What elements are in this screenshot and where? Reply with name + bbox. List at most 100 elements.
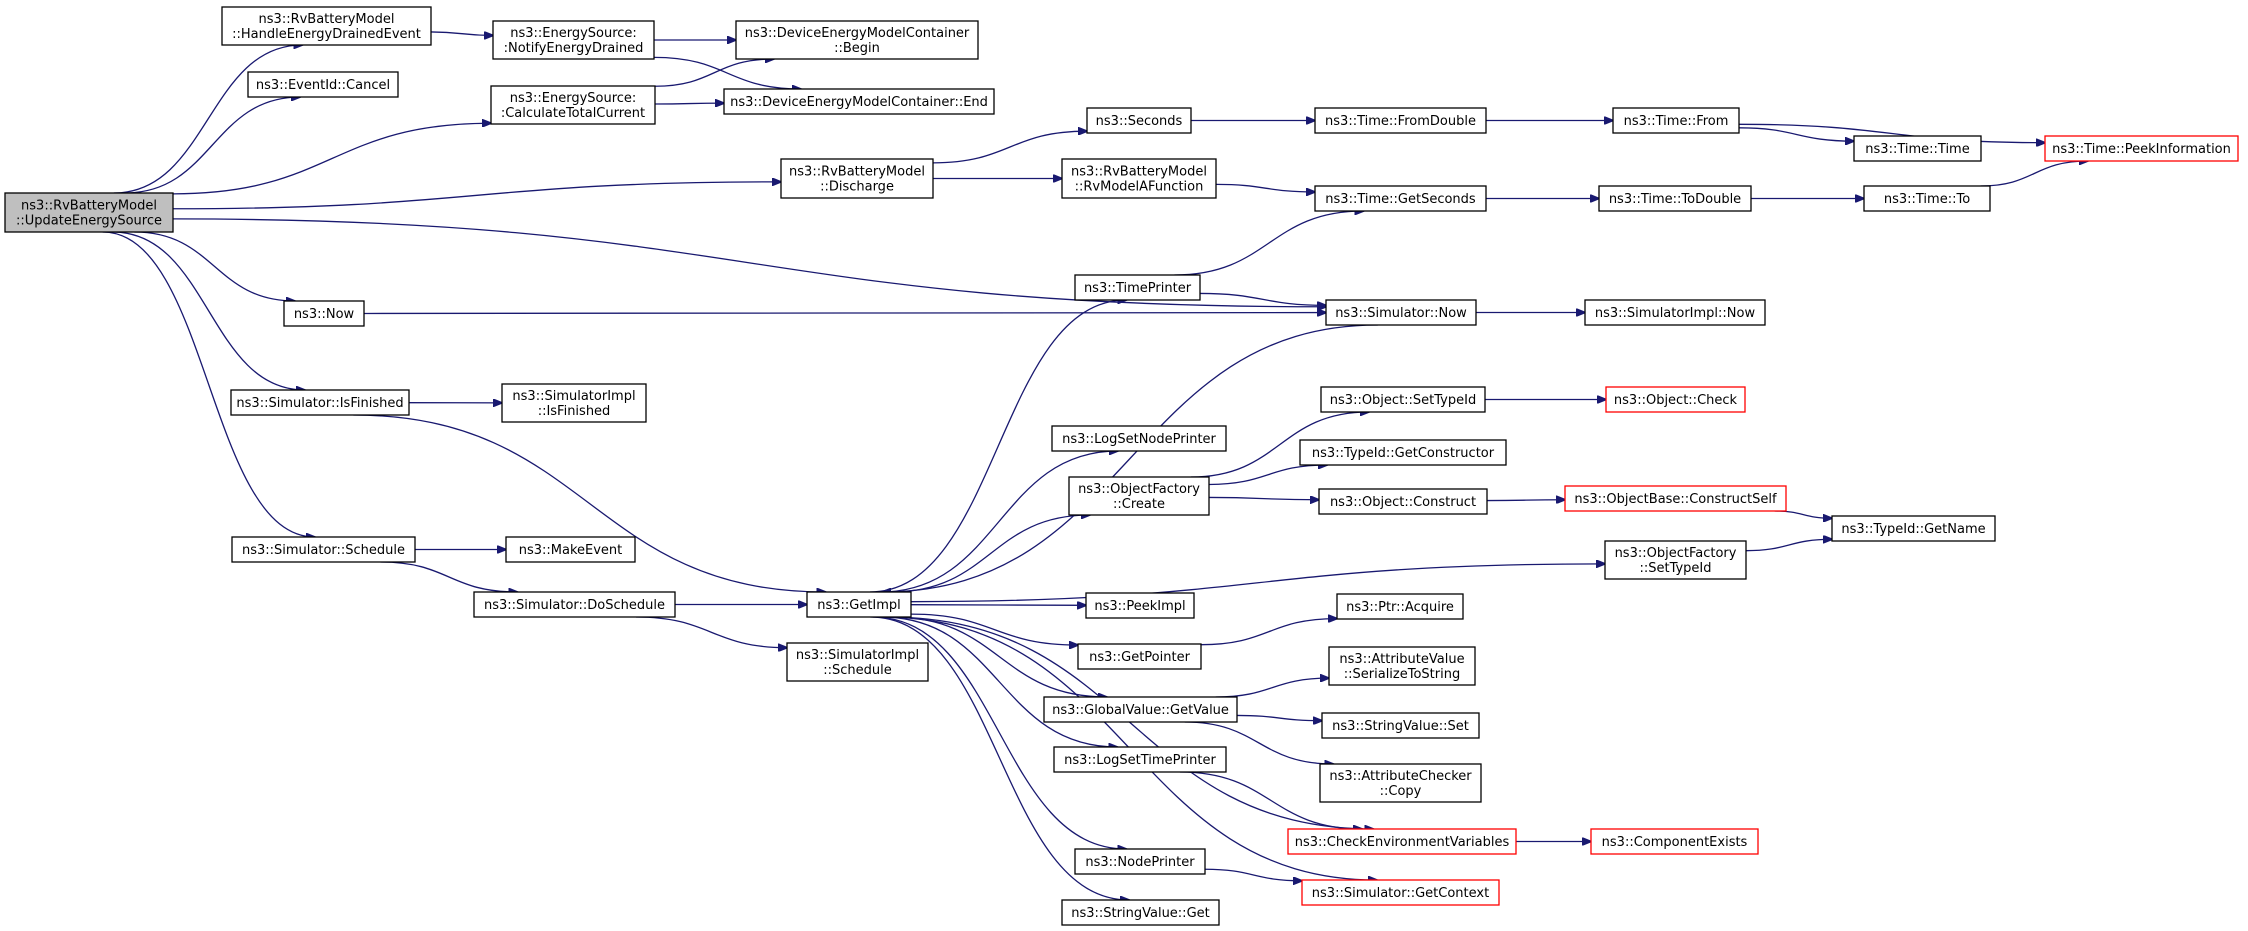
- node-box: [501, 383, 647, 423]
- node-label: ns3::Simulator::Schedule: [242, 543, 405, 558]
- node-label: ns3::GlobalValue::GetValue: [1052, 703, 1229, 718]
- node-nodeprinter[interactable]: ns3::NodePrinter: [1074, 848, 1206, 875]
- node-schedule[interactable]: ns3::Simulator::Schedule: [231, 536, 416, 563]
- edge-getimpl-to-logtimeprinter: [881, 616, 1118, 747]
- node-end[interactable]: ns3::DeviceEnergyModelContainer::End: [723, 88, 995, 115]
- node-label: ns3::TypeId::GetName: [1841, 522, 1985, 537]
- node-label: ns3::Simulator::GetContext: [1312, 886, 1489, 901]
- node-root[interactable]: ns3::RvBatteryModel::UpdateEnergySource: [4, 192, 174, 233]
- node-label: ns3::NodePrinter: [1085, 855, 1195, 870]
- node-fromdouble[interactable]: ns3::Time::FromDouble: [1314, 107, 1487, 134]
- edge-getimpl-to-factcreate: [891, 515, 1090, 593]
- edge-getimpl-to-peekimpl: [910, 605, 1086, 606]
- node-simimplnow[interactable]: ns3::SimulatorImpl::Now: [1584, 299, 1766, 326]
- node-box: [1299, 439, 1507, 466]
- node-timeto[interactable]: ns3::Time::To: [1863, 185, 1991, 212]
- node-checkercopy[interactable]: ns3::AttributeChecker::Copy: [1319, 763, 1482, 803]
- node-label: ns3::Time::From: [1624, 114, 1729, 129]
- node-label: ns3::Now: [294, 307, 355, 322]
- node-box: [1325, 299, 1477, 326]
- node-begin[interactable]: ns3::DeviceEnergyModelContainer::Begin: [735, 20, 979, 60]
- node-calc[interactable]: ns3::EnergySource::CalculateTotalCurrent: [490, 85, 656, 125]
- node-from[interactable]: ns3::Time::From: [1612, 107, 1740, 134]
- edge-root-to-simnow: [172, 218, 1326, 307]
- node-box: [4, 192, 174, 233]
- edge-getimpl-to-factsettypeid: [910, 564, 1605, 603]
- edge-root-to-discharge: [172, 182, 781, 210]
- edge-root-to-evcancel: [124, 97, 301, 194]
- node-box: [780, 158, 934, 199]
- node-label: ns3::TypeId::GetConstructor: [1312, 446, 1495, 461]
- node-timeprinter[interactable]: ns3::TimePrinter: [1074, 274, 1201, 301]
- node-svget[interactable]: ns3::StringValue::Get: [1061, 899, 1220, 926]
- node-box: [1564, 485, 1787, 512]
- node-discharge[interactable]: ns3::RvBatteryModel::Discharge: [780, 158, 934, 199]
- node-rvmodel[interactable]: ns3::RvBatteryModel::RvModelAFunction: [1061, 158, 1217, 199]
- node-box: [1077, 643, 1202, 670]
- node-gvgetvalue[interactable]: ns3::GlobalValue::GetValue: [1043, 696, 1238, 723]
- edge-getimpl-to-timeprinter: [869, 300, 1127, 593]
- edge-now-to-simnow: [363, 313, 1326, 314]
- node-factcreate[interactable]: ns3::ObjectFactory::Create: [1068, 476, 1210, 516]
- node-box: [723, 88, 995, 115]
- node-box: [1301, 879, 1500, 906]
- node-timetime[interactable]: ns3::Time::Time: [1853, 135, 1982, 162]
- node-compexists[interactable]: ns3::ComponentExists: [1590, 828, 1759, 855]
- node-getseconds[interactable]: ns3::Time::GetSeconds: [1314, 185, 1487, 212]
- node-box: [1061, 899, 1220, 926]
- edge-simnow-to-getimpl: [882, 324, 1378, 592]
- node-box: [2044, 135, 2239, 162]
- node-serialize[interactable]: ns3::AttributeValue::SerializeToString: [1328, 646, 1476, 686]
- node-getpointer[interactable]: ns3::GetPointer: [1077, 643, 1202, 670]
- node-checkenv[interactable]: ns3::CheckEnvironmentVariables: [1287, 828, 1517, 855]
- node-getname[interactable]: ns3::TypeId::GetName: [1831, 515, 1996, 542]
- node-getcontext[interactable]: ns3::Simulator::GetContext: [1301, 879, 1500, 906]
- edge-root-to-schedule: [102, 231, 315, 537]
- node-factsettypeid[interactable]: ns3::ObjectFactory::SetTypeId: [1604, 540, 1747, 580]
- node-box: [806, 591, 912, 618]
- node-logtimeprinter[interactable]: ns3::LogSetTimePrinter: [1053, 746, 1227, 773]
- node-label: ns3::RvBatteryModel: [21, 199, 157, 214]
- node-constructself[interactable]: ns3::ObjectBase::ConstructSelf: [1564, 485, 1787, 512]
- node-getconstructor[interactable]: ns3::TypeId::GetConstructor: [1299, 439, 1507, 466]
- node-ptracquire[interactable]: ns3::Ptr::Acquire: [1336, 593, 1464, 620]
- node-objsettypeid[interactable]: ns3::Object::SetTypeId: [1320, 386, 1486, 413]
- node-box: [735, 20, 979, 60]
- edge-notify-to-end: [653, 56, 801, 89]
- node-doschedule[interactable]: ns3::Simulator::DoSchedule: [473, 591, 676, 618]
- node-todouble[interactable]: ns3::Time::ToDouble: [1598, 185, 1752, 212]
- edge-factsettypeid-to-getname: [1745, 539, 1832, 552]
- node-label: ::SerializeToString: [1344, 667, 1460, 682]
- node-label: ns3::CheckEnvironmentVariables: [1295, 835, 1510, 850]
- node-evcancel[interactable]: ns3::EventId::Cancel: [247, 71, 399, 98]
- node-notify[interactable]: ns3::EnergySource::NotifyEnergyDrained: [492, 20, 655, 60]
- node-objcheck[interactable]: ns3::Object::Check: [1605, 386, 1746, 413]
- edge-calc-to-begin: [654, 59, 774, 87]
- node-label: ns3::AttributeValue: [1339, 652, 1464, 667]
- node-label: ns3::RvBatteryModel: [789, 165, 925, 180]
- node-getimpl[interactable]: ns3::GetImpl: [806, 591, 912, 618]
- node-now[interactable]: ns3::Now: [283, 300, 365, 327]
- edge-schedule-to-doschedule: [380, 561, 518, 592]
- edge-discharge-to-seconds: [932, 131, 1087, 164]
- node-isfinished[interactable]: ns3::Simulator::IsFinished: [230, 389, 410, 416]
- node-label: ns3::Time::PeekInformation: [2052, 142, 2231, 157]
- node-implschedule[interactable]: ns3::SimulatorImpl::Schedule: [786, 642, 929, 682]
- node-makeevent[interactable]: ns3::MakeEvent: [505, 536, 636, 563]
- node-implisfinished[interactable]: ns3::SimulatorImpl::IsFinished: [501, 383, 647, 423]
- node-box: [1085, 592, 1195, 619]
- node-box: [1328, 646, 1476, 686]
- node-label: ns3::ObjectBase::ConstructSelf: [1574, 492, 1777, 507]
- node-objconstruct[interactable]: ns3::Object::Construct: [1318, 488, 1488, 515]
- node-label: ns3::Time::ToDouble: [1609, 192, 1741, 207]
- node-svset[interactable]: ns3::StringValue::Set: [1321, 712, 1480, 739]
- node-box: [1318, 488, 1488, 515]
- edge-root-to-handle: [113, 45, 302, 194]
- node-lognodeprinter[interactable]: ns3::LogSetNodePrinter: [1051, 425, 1227, 452]
- node-seconds[interactable]: ns3::Seconds: [1086, 107, 1192, 134]
- node-handle[interactable]: ns3::RvBatteryModel::HandleEnergyDrained…: [221, 6, 432, 46]
- node-peek[interactable]: ns3::Time::PeekInformation: [2044, 135, 2239, 162]
- node-box: [1314, 185, 1487, 212]
- node-peekimpl[interactable]: ns3::PeekImpl: [1085, 592, 1195, 619]
- node-simnow[interactable]: ns3::Simulator::Now: [1325, 299, 1477, 326]
